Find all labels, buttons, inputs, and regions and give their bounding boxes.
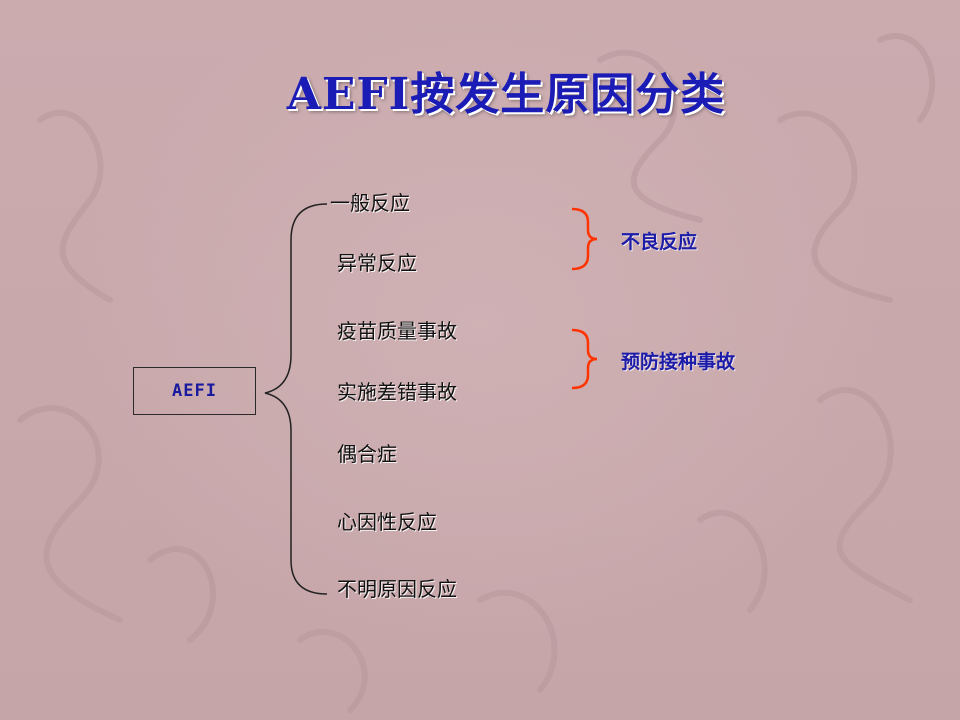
group-label-adverse-reaction: 不良反应 (621, 231, 698, 253)
category-item: 疫苗质量事故 (337, 319, 457, 343)
category-item: 异常反应 (337, 251, 417, 275)
aefi-root-box: AEFI (133, 367, 256, 415)
main-bracket (264, 203, 328, 595)
category-item: 一般反应 (330, 191, 410, 215)
category-item: 实施差错事故 (337, 380, 457, 404)
category-item: 心因性反应 (337, 510, 437, 534)
group-label-vaccination-accident: 预防接种事故 (621, 351, 736, 373)
aefi-root-label: AEFI (172, 381, 217, 401)
brace-adverse-reaction (571, 207, 598, 271)
category-item: 不明原因反应 (337, 577, 457, 601)
category-item: 偶合症 (337, 442, 397, 466)
slide-title: AEFI按发生原因分类 (286, 69, 726, 120)
brace-vaccination-accident (571, 328, 598, 390)
